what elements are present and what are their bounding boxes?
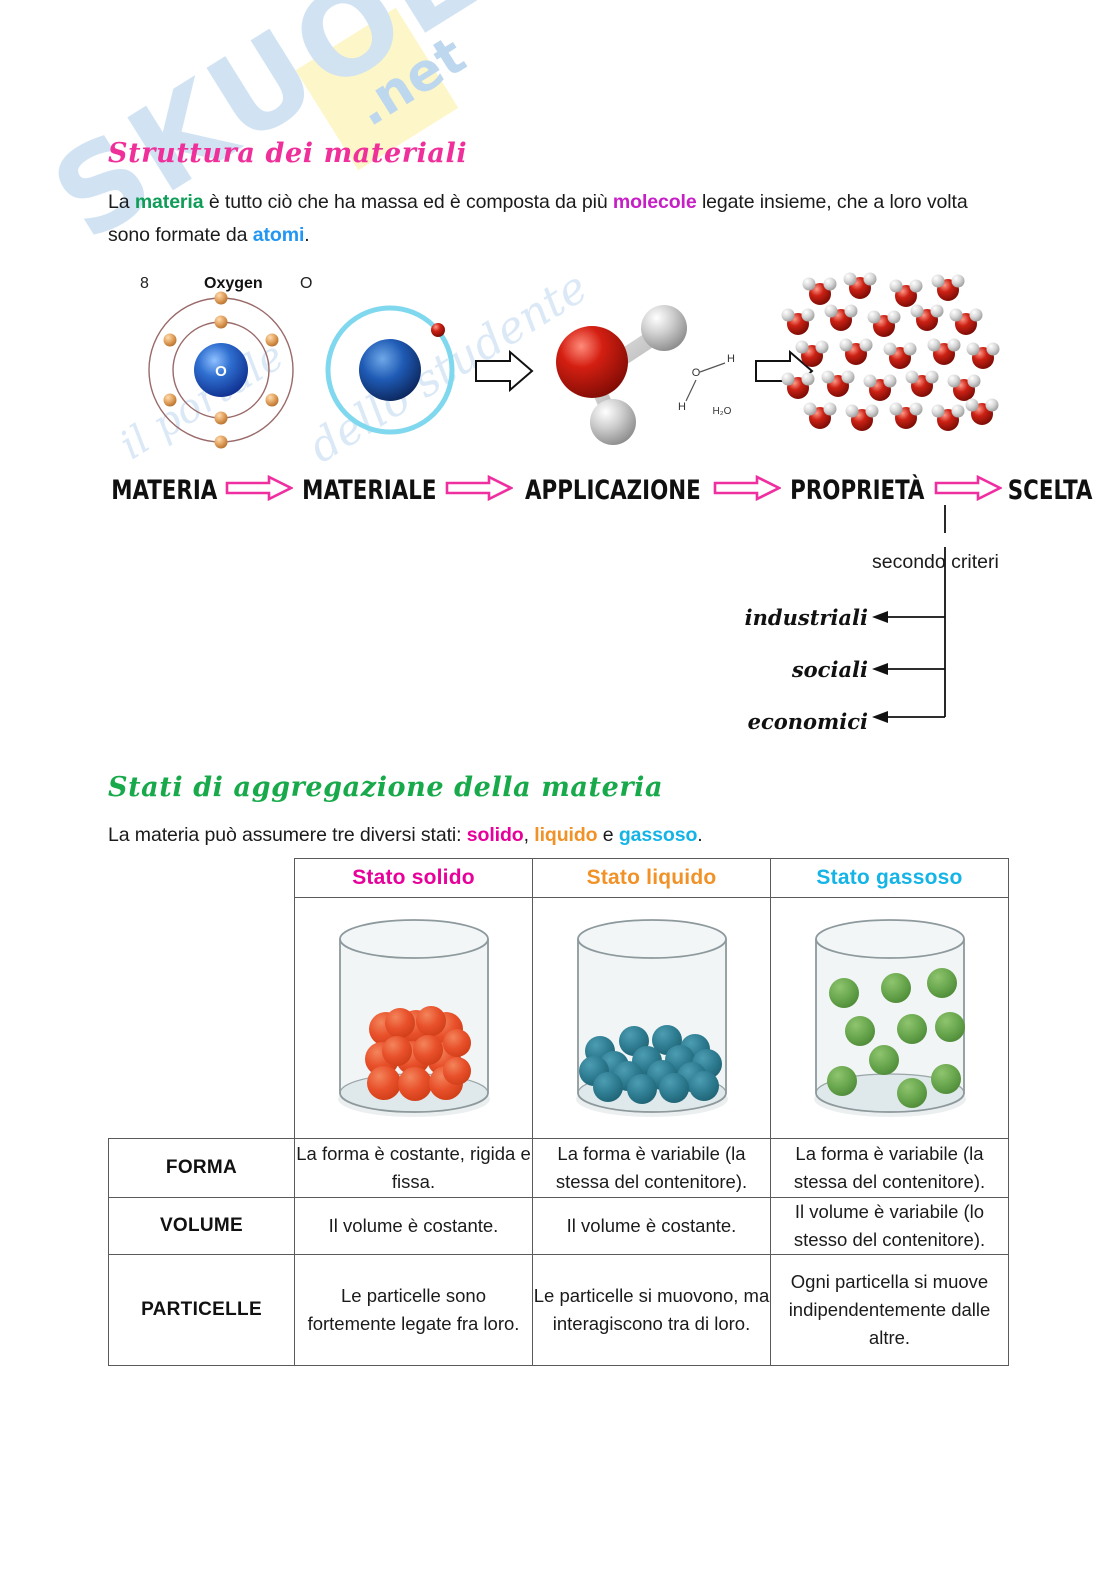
keyword-solido: solido: [466, 824, 524, 846]
header-empty-cell: [109, 859, 295, 898]
chain-item-scelta: SCELTA: [1007, 474, 1093, 506]
chain-arrow-3: [713, 474, 782, 506]
cell-volume-liquido: Il volume è costante.: [532, 1197, 771, 1255]
solid-beaker-cell: [294, 897, 533, 1139]
text-fragment: .: [304, 224, 310, 246]
states-comparison-table: Stato solido Stato liquido Stato gassoso: [108, 858, 1009, 1366]
svg-text:O: O: [300, 275, 312, 292]
row-label-volume: VOLUME: [108, 1197, 295, 1255]
structural-formula: O H H H₂O: [678, 353, 735, 417]
table-row-volume: VOLUME Il volume è costante. Il volume è…: [108, 1197, 1009, 1255]
watermark-domain-text: .net: [344, 25, 476, 139]
liquid-beaker-illustration: [575, 918, 728, 1117]
chain-arrow-1: [225, 474, 294, 506]
header-stato-gassoso: Stato gassoso: [770, 858, 1009, 898]
paragraph-stati: La materia può assumere tre diversi stat…: [108, 819, 1008, 852]
cell-particelle-solido: Le particelle sono fortemente legate fra…: [294, 1254, 533, 1366]
solid-beaker-illustration: [337, 918, 490, 1117]
oxygen-bohr-atom: 8 Oxygen O O: [140, 275, 312, 449]
cell-particelle-liquido: Le particelle si muovono, ma interagisco…: [532, 1254, 771, 1366]
table-header-row: Stato solido Stato liquido Stato gassoso: [109, 858, 1009, 898]
table-row-forma: FORMA La forma è costante, rigida e fiss…: [108, 1138, 1009, 1198]
table-illustration-row: [109, 897, 1009, 1139]
svg-text:8: 8: [140, 275, 149, 292]
keyword-atomi: atomi: [252, 224, 305, 246]
matter-illustration: 8 Oxygen O O: [108, 262, 1008, 467]
chain-item-materiale: MATERIALE: [301, 474, 437, 506]
text-fragment: è tutto ciò che ha massa ed è composta d…: [203, 191, 613, 213]
criteria-item-industriali: industriali: [744, 605, 868, 630]
header-stato-liquido: Stato liquido: [532, 858, 771, 898]
paragraph-materia: La materia è tutto ciò che ha massa ed è…: [108, 186, 1008, 252]
chain-arrow-4: [934, 474, 1003, 506]
cell-volume-solido: Il volume è costante.: [294, 1197, 533, 1255]
liquid-beaker-cell: [532, 897, 771, 1139]
gas-beaker-illustration: [813, 918, 966, 1117]
cell-forma-gassoso: La forma è variabile (la stessa del cont…: [770, 1138, 1009, 1198]
section-heading-struttura: Struttura dei materiali: [108, 138, 468, 169]
cell-particelle-gassoso: Ogni particella si muove indipendentemen…: [770, 1254, 1009, 1366]
cell-forma-solido: La forma è costante, rigida e fissa.: [294, 1138, 533, 1198]
row-label-forma: FORMA: [108, 1138, 295, 1198]
text-fragment: ,: [523, 824, 535, 846]
water-cluster: [781, 272, 1000, 431]
section-heading-stati: Stati di aggregazione della materia: [108, 772, 664, 803]
block-arrow-1: [475, 349, 534, 393]
chain-item-proprieta: PROPRIETÀ: [790, 474, 925, 506]
svg-text:O: O: [692, 367, 701, 379]
chain-item-materia: MATERIA: [111, 474, 218, 506]
illustration-empty-cell: [109, 898, 295, 1139]
gas-beaker-cell: [770, 897, 1009, 1139]
table-row-particelle: PARTICELLE Le particelle sono fortemente…: [108, 1254, 1009, 1366]
criteria-item-sociali: sociali: [791, 657, 868, 682]
cell-volume-gassoso: Il volume è variabile (lo stesso del con…: [770, 1197, 1009, 1255]
materials-chain: MATERIA MATERIALE APPLICAZIONE PROPRIETÀ: [104, 470, 1092, 510]
text-fragment: e: [597, 824, 619, 846]
water-molecule: O H H H₂O: [556, 305, 735, 445]
chain-item-applicazione: APPLICAZIONE: [525, 474, 702, 506]
cell-forma-liquido: La forma è variabile (la stessa del cont…: [532, 1138, 771, 1198]
criteria-branch: secondo criteri industriali sociali econ…: [700, 505, 1010, 750]
svg-text:Oxygen: Oxygen: [204, 275, 263, 292]
liquid-particle-cluster: [578, 1024, 722, 1104]
gas-particle-spread: [826, 967, 965, 1108]
text-fragment: La materia può assumere tre diversi stat…: [108, 824, 467, 846]
text-fragment: legate insieme, che a loro volta sono fo…: [108, 191, 968, 246]
svg-text:H₂O: H₂O: [713, 406, 732, 417]
svg-text:O: O: [215, 363, 227, 380]
criteria-intro-label: secondo criteri: [872, 551, 999, 573]
keyword-gassoso: gassoso: [618, 824, 698, 846]
criteria-item-economici: economici: [747, 709, 868, 734]
keyword-materia: materia: [134, 191, 204, 213]
keyword-liquido: liquido: [534, 824, 598, 846]
text-fragment: La: [108, 191, 135, 213]
keyword-molecole: molecole: [612, 191, 697, 213]
chain-arrow-2: [445, 474, 515, 506]
text-fragment: .: [697, 824, 703, 846]
row-label-particelle: PARTICELLE: [108, 1254, 295, 1366]
svg-text:H: H: [678, 401, 686, 413]
svg-text:H: H: [727, 353, 735, 365]
simple-atom: [325, 305, 455, 435]
header-stato-solido: Stato solido: [294, 858, 533, 898]
criteria-connector-lines: [872, 505, 946, 723]
solid-particle-lattice: [364, 1005, 471, 1101]
